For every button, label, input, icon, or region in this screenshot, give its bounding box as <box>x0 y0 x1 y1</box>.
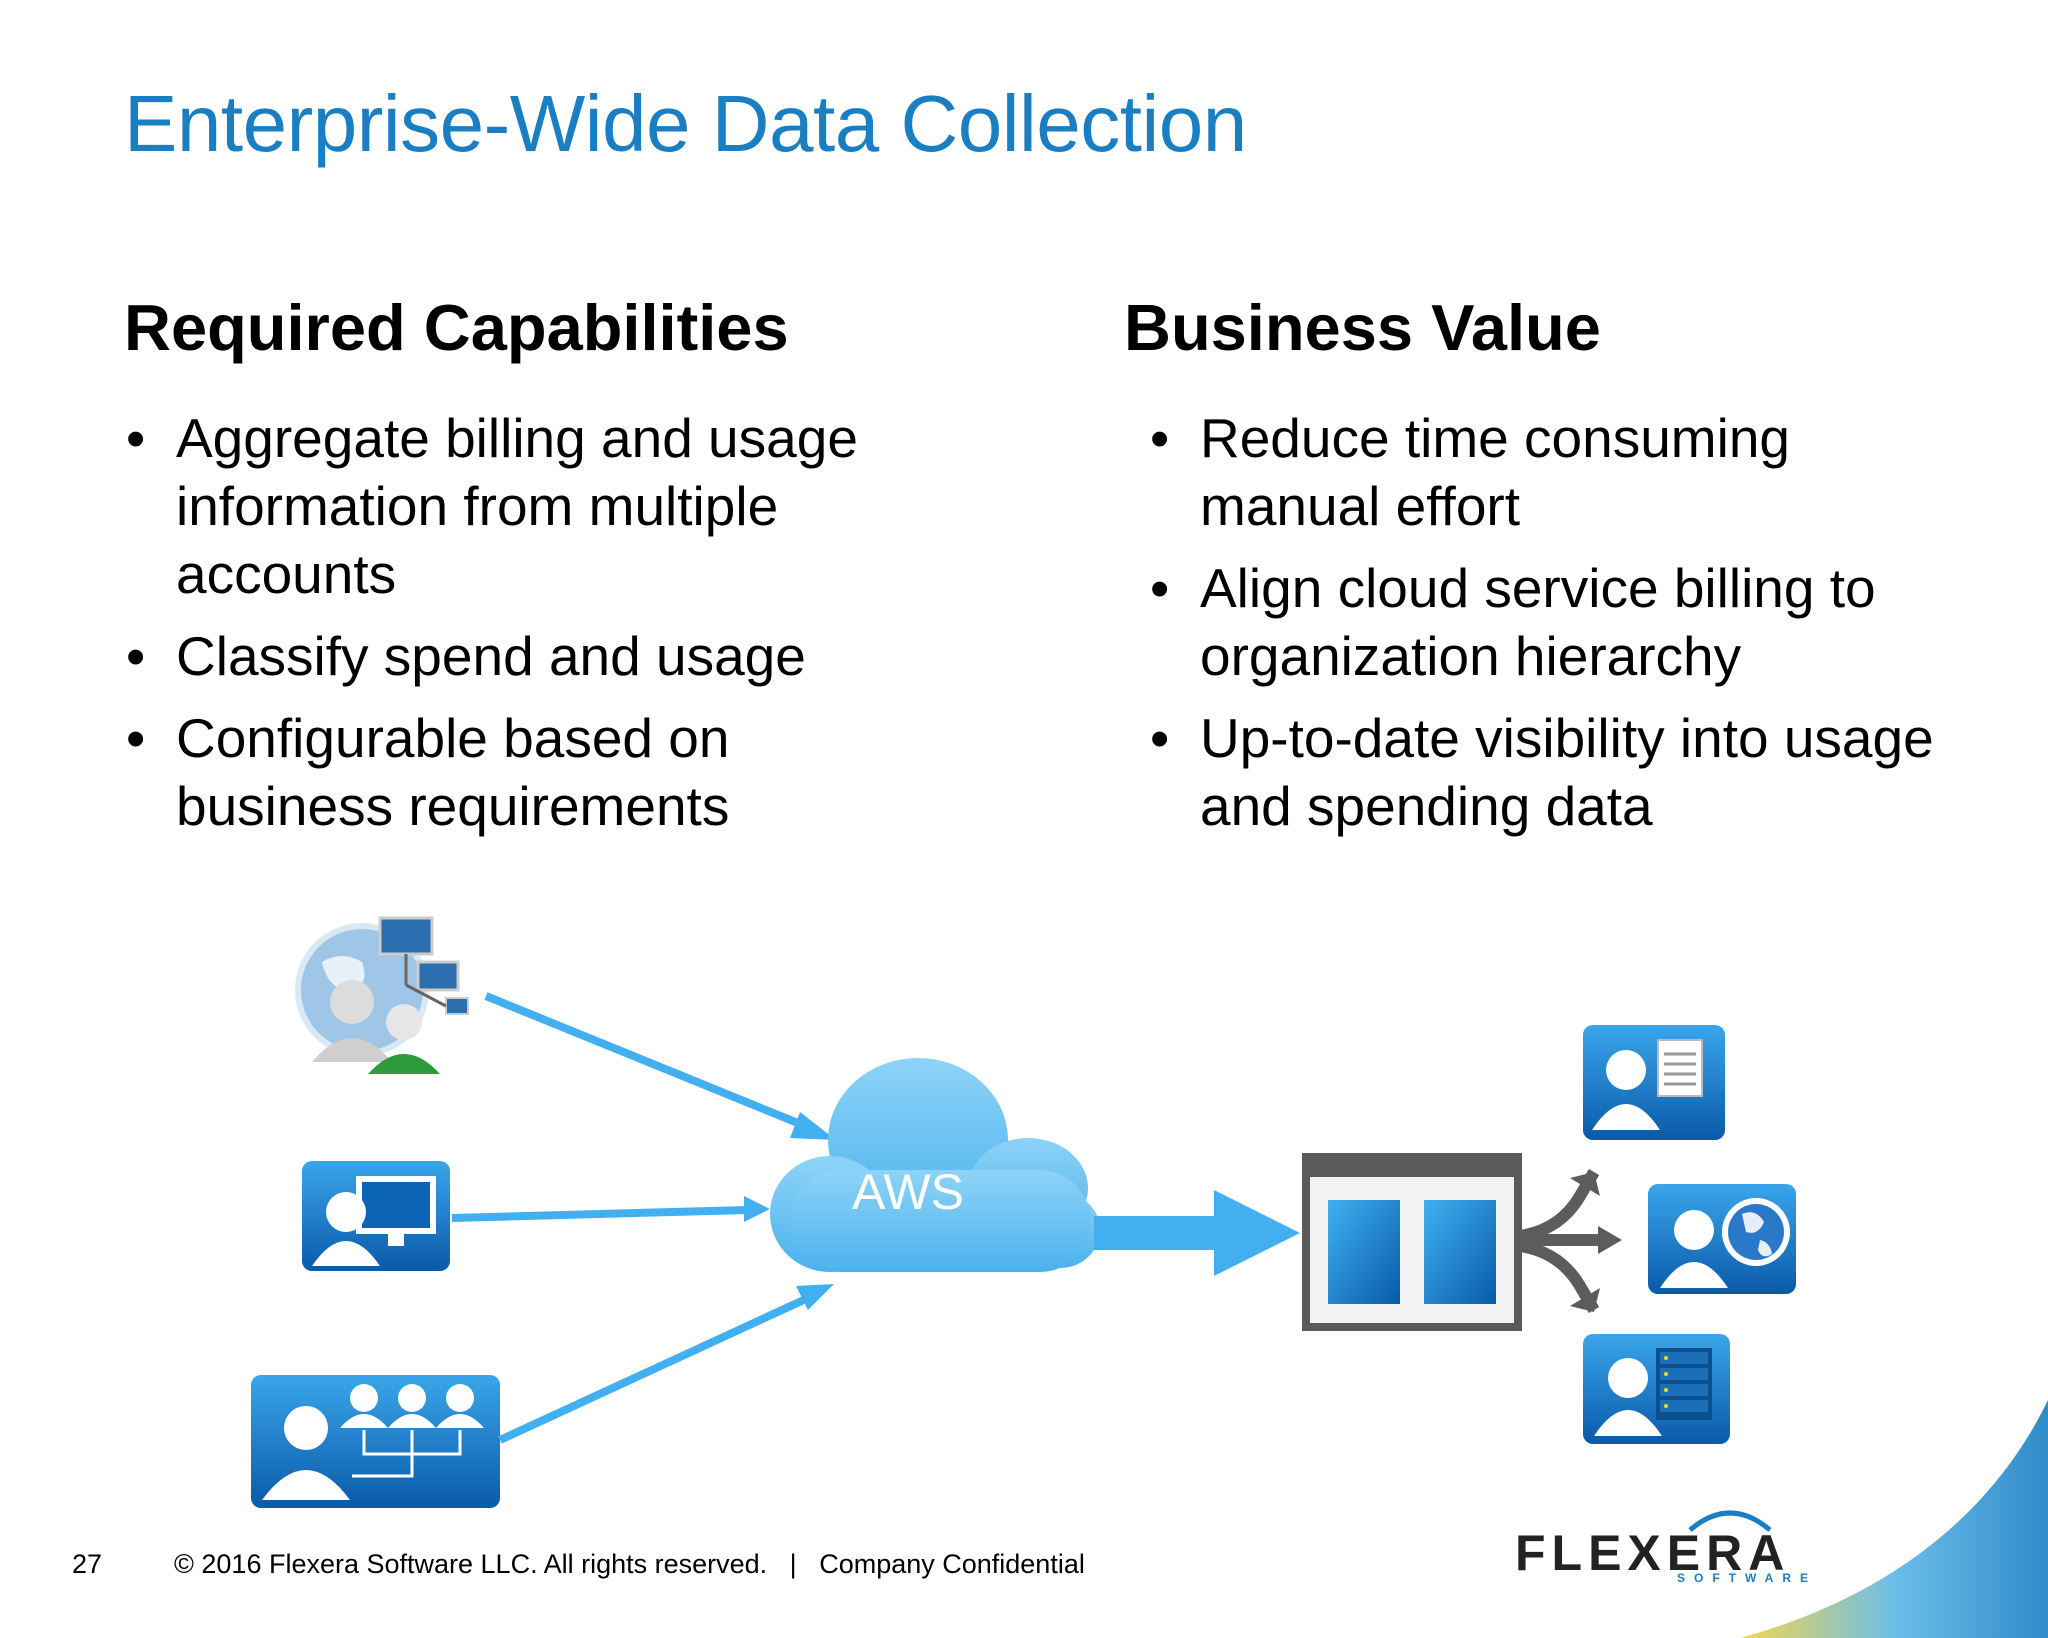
aws-cloud-label: AWS <box>852 1164 965 1220</box>
required-capabilities-list: Aggregate billing and usage information … <box>124 404 944 854</box>
flexera-logo-tagline: SOFTWARE <box>1677 1571 1817 1585</box>
business-value-list: Reduce time consuming manual effort Alig… <box>1148 404 2028 854</box>
output-branch-arrows <box>1518 1168 1610 1314</box>
dashboard-panels-icon <box>1302 1153 1522 1331</box>
aws-cloud-icon <box>770 1058 1100 1272</box>
business-value-heading: Business Value <box>1124 291 1601 364</box>
org-team-icon <box>251 1375 500 1508</box>
bullet-item: Aggregate billing and usage information … <box>124 404 944 608</box>
bullet-item: Classify spend and usage <box>124 622 944 690</box>
page-number: 27 <box>72 1549 103 1579</box>
flexera-logo: FLEXERA <box>1515 1525 1791 1581</box>
user-document-icon <box>1583 1025 1725 1140</box>
logo-arc <box>1688 1510 1772 1532</box>
globe-network-users-icon <box>295 916 469 1074</box>
inbound-arrows <box>451 992 836 1444</box>
footer-copyright: © 2016 Flexera Software LLC. All rights … <box>174 1549 1085 1579</box>
slide-title: Enterprise-Wide Data Collection <box>124 79 1247 168</box>
bullet-item: Reduce time consuming manual effort <box>1148 404 2028 540</box>
user-globe-icon <box>1648 1184 1796 1294</box>
user-computer-icon <box>302 1161 450 1271</box>
required-capabilities-heading: Required Capabilities <box>124 291 789 364</box>
user-server-icon <box>1583 1334 1730 1444</box>
bullet-item: Up-to-date visibility into usage and spe… <box>1148 704 2028 840</box>
bullet-item: Configurable based on business requireme… <box>124 704 944 840</box>
output-arrowheads <box>1570 1172 1622 1312</box>
cloud-to-dashboard-arrow <box>1094 1190 1300 1276</box>
bullet-item: Align cloud service billing to organizat… <box>1148 554 2028 690</box>
corner-swoosh <box>1740 1400 2048 1638</box>
